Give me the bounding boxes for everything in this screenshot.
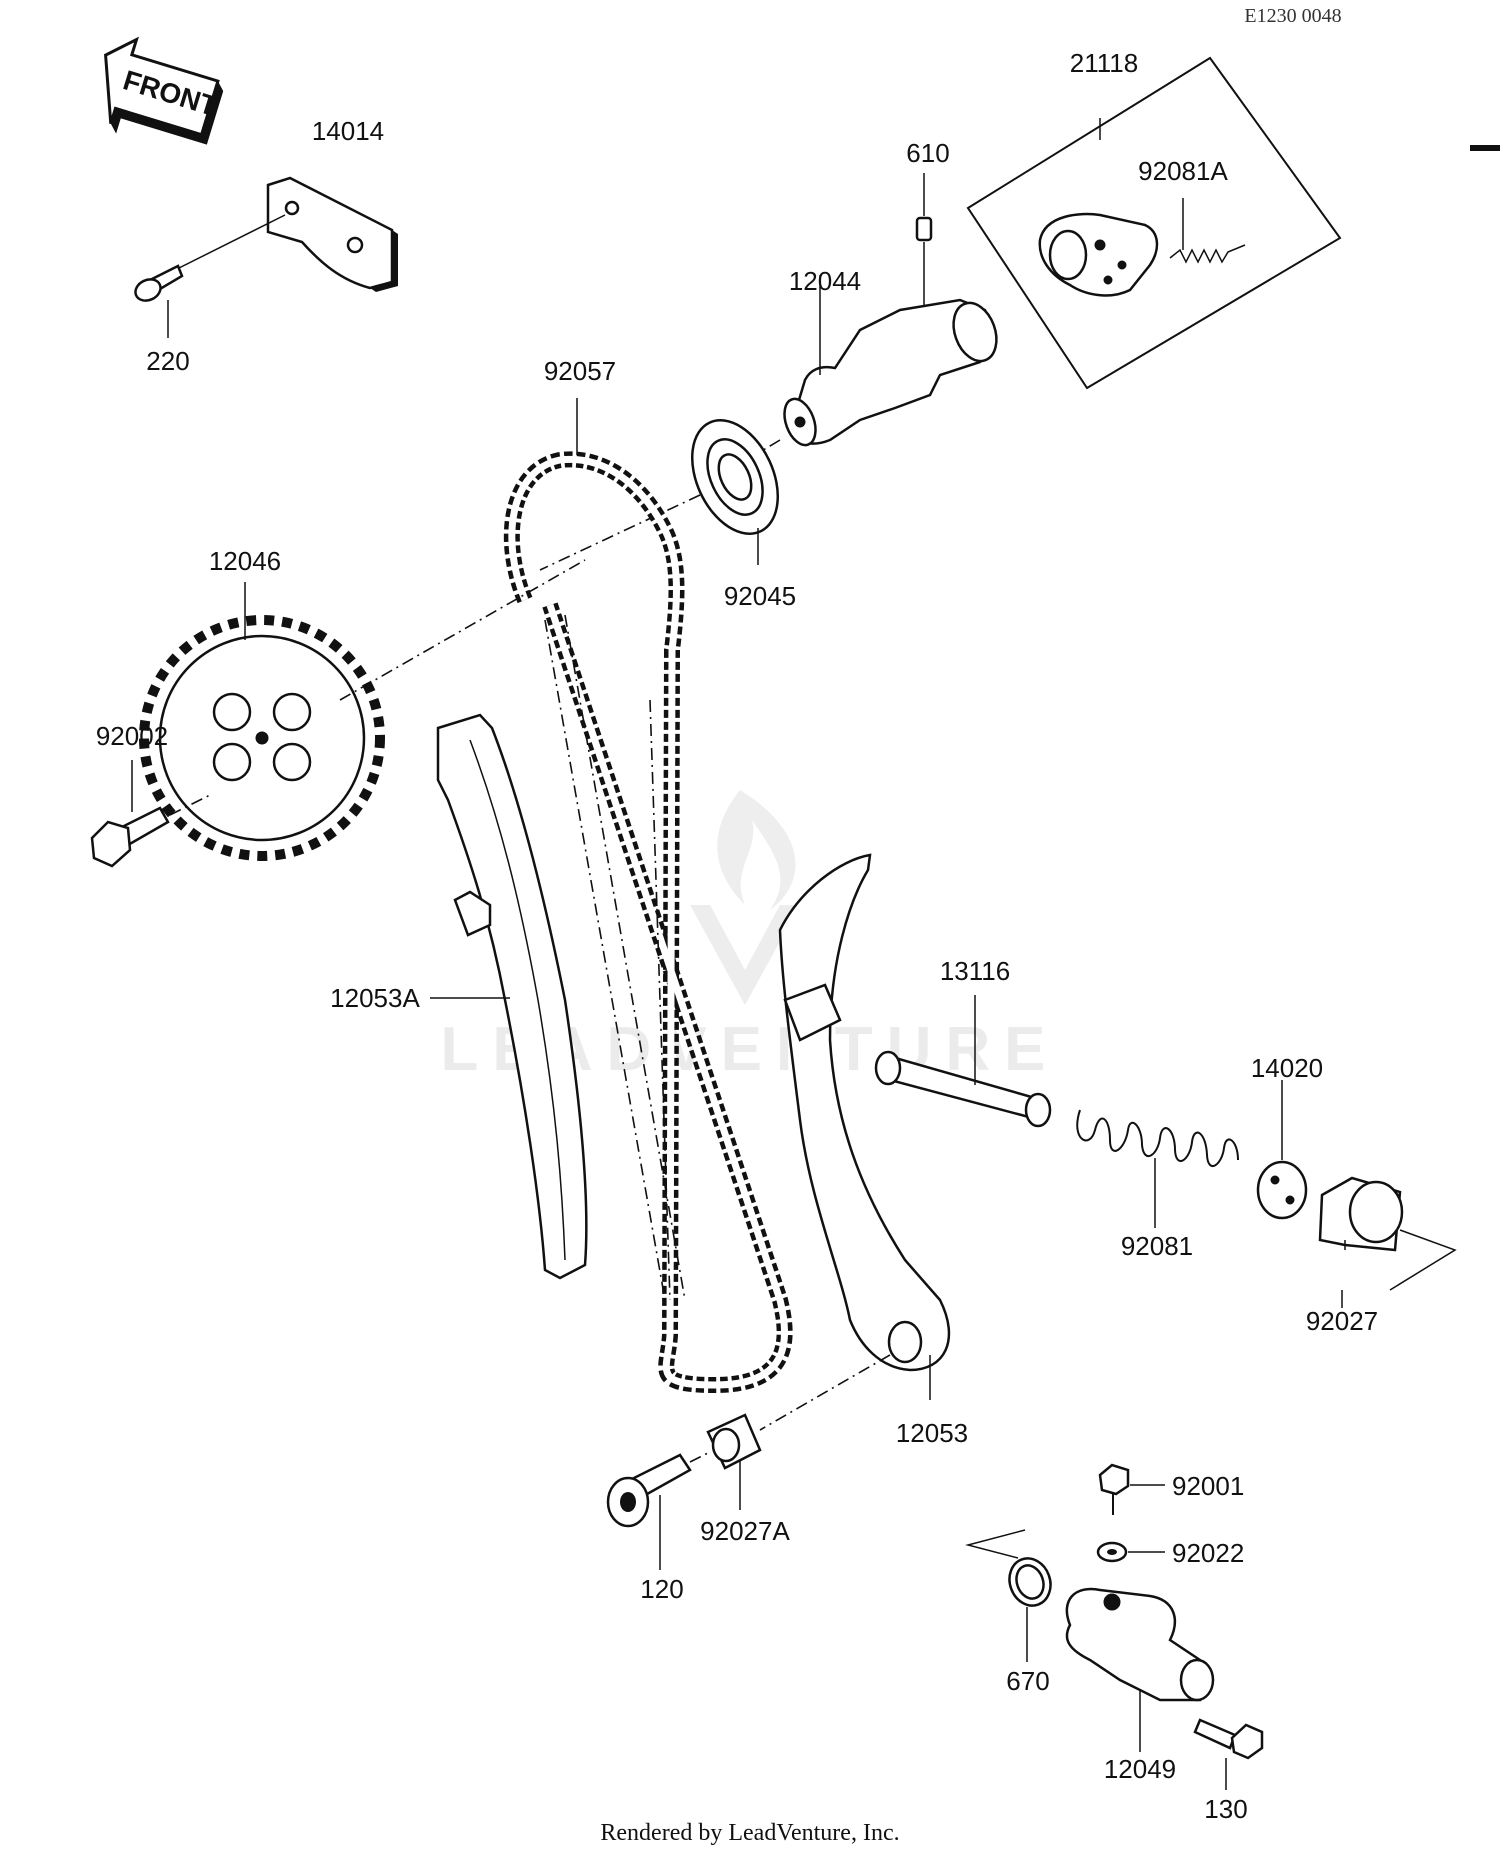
- label-12049: 12049: [1104, 1754, 1176, 1784]
- label-670: 670: [1006, 1666, 1049, 1696]
- sprocket-12046-icon: [139, 559, 586, 861]
- label-92022: 92022: [1172, 1538, 1244, 1568]
- front-arrow-icon: FRONT: [104, 36, 224, 145]
- bolt-92001-icon: [1098, 1463, 1165, 1515]
- label-12044: 12044: [789, 266, 861, 296]
- label-92002: 92002: [96, 721, 168, 751]
- label-220: 220: [146, 346, 189, 376]
- bracket-14014-icon: [174, 176, 398, 292]
- bushing-92027A-icon: [706, 1413, 762, 1510]
- spring-92081-icon: [1076, 1109, 1239, 1228]
- governor-21118-icon: [1038, 212, 1159, 297]
- label-12053: 12053: [896, 1418, 968, 1448]
- label-92027A: 92027A: [700, 1516, 790, 1546]
- reference-code: E1230 0048: [1244, 5, 1341, 27]
- camshaft-12044-icon: [759, 275, 998, 453]
- o-ring-670-icon: [965, 1529, 1052, 1662]
- label-92001: 92001: [1172, 1471, 1244, 1501]
- label-21118: 21118: [1070, 48, 1138, 78]
- tensioner-12049-icon: [1065, 1587, 1215, 1752]
- bearing-92045-icon: [539, 419, 780, 571]
- assembly-21118-box: [966, 56, 1342, 390]
- footer-credit: Rendered by LeadVenture, Inc.: [600, 1820, 899, 1846]
- screw-220-icon: [134, 264, 184, 338]
- label-92027: 92027: [1306, 1306, 1378, 1336]
- timing-chain-92057-icon: [503, 398, 793, 1394]
- pin-610-icon: [915, 173, 933, 305]
- bolt-120-icon: [606, 1451, 711, 1570]
- label-12053A: 12053A: [330, 983, 420, 1013]
- label-92057: 92057: [544, 356, 616, 386]
- label-12046: 12046: [209, 546, 281, 576]
- label-14020: 14020: [1251, 1053, 1323, 1083]
- label-92045: 92045: [724, 581, 796, 611]
- label-14014: 14014: [312, 116, 384, 146]
- label-130: 130: [1204, 1794, 1247, 1824]
- guide-12053A-icon: [430, 713, 588, 1280]
- washer-92022-icon: [1096, 1541, 1165, 1563]
- label-610: 610: [906, 138, 949, 168]
- label-92081A: 92081A: [1138, 156, 1228, 186]
- rod-13116-icon: [874, 995, 1052, 1128]
- tensioner-arm-12053-icon: [759, 853, 951, 1431]
- label-13116: 13116: [940, 956, 1010, 986]
- bolt-92002-icon: [90, 760, 211, 868]
- label-92081: 92081: [1121, 1231, 1193, 1261]
- spring-92081A-icon: [1169, 198, 1246, 264]
- label-120: 120: [640, 1574, 683, 1604]
- collar-14020-icon: [1256, 1080, 1308, 1220]
- bolt-130-icon: [1193, 1718, 1264, 1790]
- bushing-92027-icon: [1318, 1176, 1457, 1308]
